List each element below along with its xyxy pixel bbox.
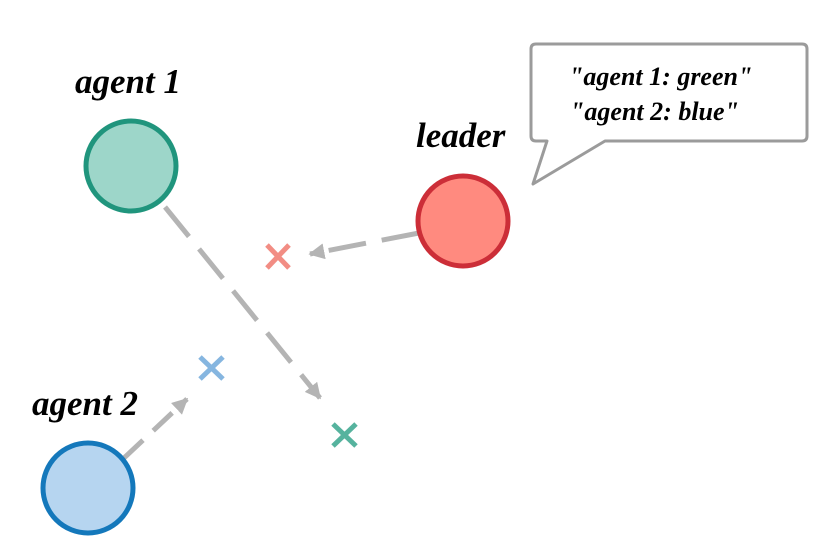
- target-red-cross: [265, 243, 291, 270]
- agent-2-circle: [40, 440, 136, 536]
- target-blue-cross: [198, 355, 225, 381]
- agent-1-label: agent 1: [75, 62, 181, 101]
- target-green-cross: [331, 422, 358, 448]
- speech-line-2: "agent 2: blue": [570, 97, 739, 126]
- agent-1-move-arrow: [163, 205, 322, 400]
- agent-2-label: agent 2: [32, 384, 138, 423]
- agent-2-move-arrow: [122, 397, 189, 460]
- speech-line-1: "agent 1: green": [569, 62, 752, 91]
- leader-move-arrow: [308, 230, 420, 260]
- leader-circle: [415, 173, 511, 269]
- speech-bubble: [529, 42, 809, 186]
- leader-label: leader: [416, 116, 506, 155]
- agent-1-circle: [83, 118, 179, 214]
